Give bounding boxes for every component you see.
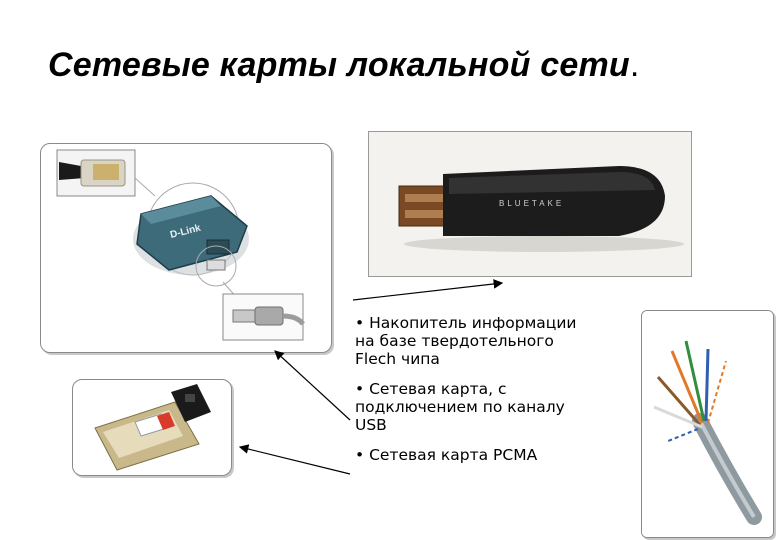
usb-network-adapter-photo: D-Link (40, 143, 332, 353)
flash-brand-label: BLUETAKE (499, 199, 564, 208)
bullet-list: • Накопитель информации на базе твердоте… (355, 314, 595, 476)
flash-drive-illustration: BLUETAKE (369, 132, 691, 276)
arrow-to-flash-drive (352, 279, 504, 301)
slide-title: Сетевые карты локальной сети. (48, 46, 640, 85)
slide-title-text: Сетевые карты локальной сети (48, 46, 630, 84)
bullet-pcma-card: • Сетевая карта PCMA (355, 446, 538, 464)
usb-flash-drive-photo: BLUETAKE (368, 131, 692, 277)
slide-title-period: . (629, 46, 640, 84)
bullet-usb-network-card: • Сетевая карта, с подключением по канал… (355, 380, 565, 434)
arrow-to-pcmcia-card (238, 444, 351, 475)
arrow-to-usb-adapter (274, 350, 351, 421)
bullet-flash-drive: • Накопитель информации на базе твердоте… (355, 314, 577, 368)
usb-adapter-illustration: D-Link (56, 149, 305, 341)
pcmcia-card-photo (72, 379, 232, 476)
pcmcia-card-illustration (94, 384, 211, 471)
cable-illustration (642, 311, 773, 537)
twisted-pair-cable-photo (641, 310, 774, 538)
